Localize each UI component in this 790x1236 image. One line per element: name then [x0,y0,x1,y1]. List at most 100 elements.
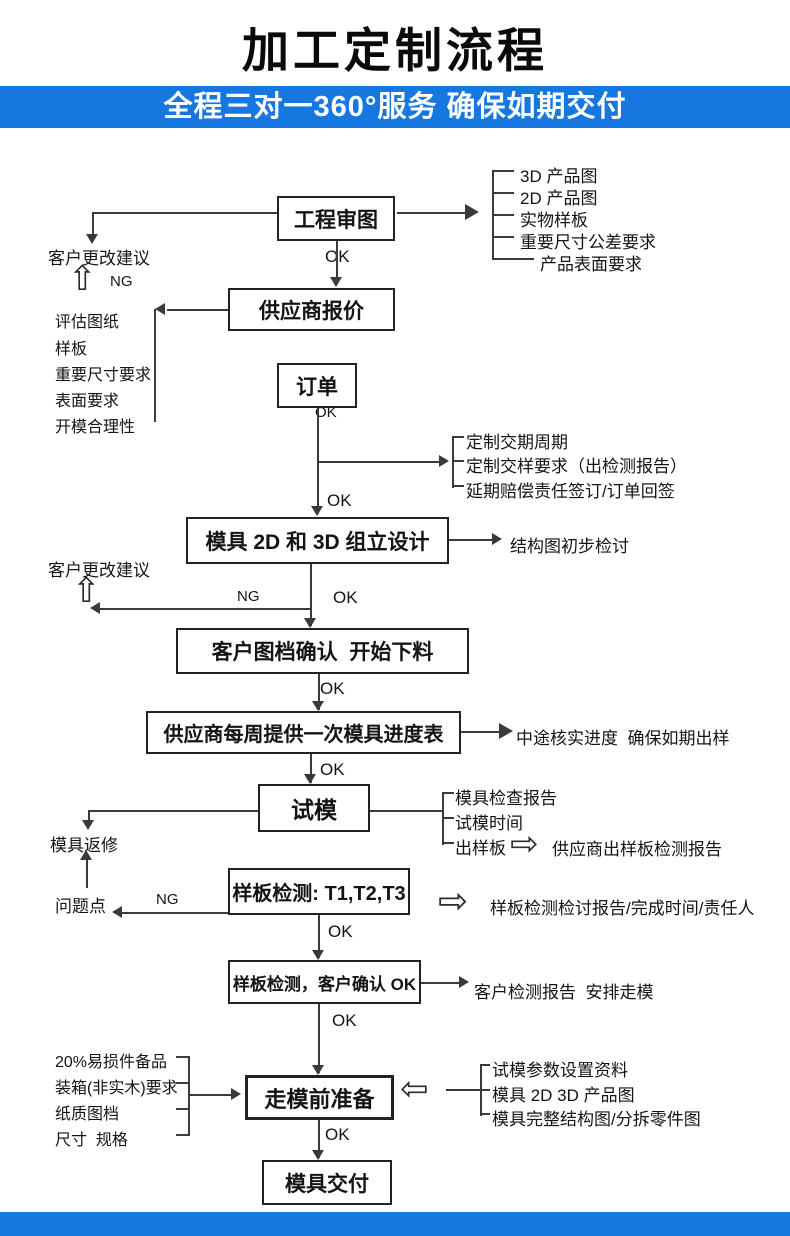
list-item-quote-criterion: 开模合理性 [55,419,136,436]
ok-label: OK [320,760,345,779]
connector-line [336,241,338,281]
bottom-bar [0,1212,790,1236]
connector-line [188,1094,233,1096]
label-supplier-sample-report: 供应商出样板检测报告 [552,840,722,859]
ok-label: OK [332,1011,357,1030]
node-pre-transfer: 走模前准备 [245,1075,394,1120]
node-supplier-quote: 供应商报价 [228,288,395,331]
node-sample-test: 样板检测: T1,T2,T3 [228,868,410,915]
connector-line [449,539,492,541]
list-item-pre-transfer-right: 模具 2D 3D 产品图 [492,1086,635,1105]
list-item-review-output: 产品表面要求 [540,255,642,274]
connector-line [421,982,461,984]
bracket-tick [492,192,514,194]
bracket-tick [442,842,454,844]
connector-line [397,212,467,214]
bracket-line [188,1056,190,1136]
ok-label: OK [320,679,345,698]
bracket-tick [480,1113,490,1115]
ng-label: NG [156,891,179,908]
connector-line [318,674,320,710]
arrowhead-right [499,723,513,739]
hollow-right-arrow-icon: ⇨ [438,881,469,922]
arrowhead-right [439,455,449,467]
list-item-review-output: 实物样板 [520,211,588,230]
node-engineering-review: 工程审图 [277,196,395,241]
bracket-tick [492,214,514,216]
ok-label: OK [333,588,358,607]
arrowhead-down [312,950,324,960]
node-drawing-confirm: 客户图档确认 开始下料 [176,628,469,674]
arrowhead-up [80,850,92,860]
connector-line [317,461,439,463]
connector-line [88,810,258,812]
arrowhead-down [304,774,316,784]
node-mold-design: 模具 2D 和 3D 组立设计 [186,517,449,564]
arrowhead-left [90,602,100,614]
bracket-tick [176,1056,188,1058]
bracket-tick [492,236,514,238]
ok-label: OK [325,1125,350,1144]
arrowhead-down [82,820,94,830]
ok-label: OK [315,404,337,421]
bracket-line [154,309,156,422]
connector-line [86,856,88,888]
arrowhead-right [459,976,469,988]
bracket-tick [452,436,464,438]
connector-line [167,309,228,311]
hollow-up-arrow-icon: ⇧ [68,259,97,299]
list-item-trial-output: 出样板 [455,839,506,858]
connector-line [92,212,277,214]
bracket-tick [452,485,464,487]
bracket-tick [176,1082,188,1084]
arrowhead-left [155,303,165,315]
list-item-quote-criterion: 样板 [55,341,88,358]
arrowhead-right [465,204,479,220]
bracket-line [452,436,454,488]
bracket-tick [442,817,454,819]
arrowhead-right [231,1088,241,1100]
list-item-quote-criterion: 表面要求 [55,393,120,410]
list-item-review-output: 2D 产品图 [520,189,598,208]
bracket-tick [452,460,464,462]
arrowhead-down [86,234,98,244]
list-item-trial-output: 模具检查报告 [455,789,557,808]
connector-line [88,812,90,824]
list-item-pre-transfer-left: 20%易损件备品 [55,1054,168,1071]
node-sample-confirm: 样板检测，客户确认 OK [228,960,421,1004]
bracket-tick [442,792,454,794]
ng-label: NG [110,273,133,290]
node-weekly-progress: 供应商每周提供一次模具进度表 [146,711,461,754]
list-item-order-term: 定制交样要求（出检测报告） [466,457,687,476]
connector-line [92,212,94,236]
list-item-pre-transfer-right: 模具完整结构图/分拆零件图 [492,1110,701,1129]
list-item-pre-transfer-left: 纸质图档 [55,1106,120,1123]
list-item-review-output: 3D 产品图 [520,167,598,186]
list-item-quote-criterion: 重要尺寸要求 [55,367,152,384]
connector-line [310,754,312,783]
ok-label: OK [327,491,352,510]
arrowhead-down [304,618,316,628]
bracket-tick [176,1134,188,1136]
label-customer-change: 客户更改建议 [48,561,150,580]
arrowhead-down [330,277,342,287]
list-item-pre-transfer-left: 装箱(非实木)要求 [55,1080,178,1097]
node-trial-mold: 试模 [258,784,370,832]
service-banner: 全程三对一360°服务 确保如期交付 [0,86,790,128]
arrowhead-down [311,506,323,516]
arrowhead-right [492,533,502,545]
connector-line [100,608,310,610]
connector-line [310,564,312,626]
bracket-tick [176,1108,188,1110]
list-item-quote-criterion: 评估图纸 [55,314,120,331]
node-mold-delivery: 模具交付 [262,1160,392,1205]
label-midway-check: 中途核实进度 确保如期出样 [516,729,730,748]
ng-label: NG [237,588,260,605]
hollow-left-arrow-icon: ⇦ [400,1069,429,1109]
arrowhead-down [312,1065,324,1075]
connector-line [370,810,442,812]
bracket-tick [492,258,534,260]
connector-line [318,1120,320,1158]
connector-line [318,915,320,958]
connector-line [122,912,228,914]
